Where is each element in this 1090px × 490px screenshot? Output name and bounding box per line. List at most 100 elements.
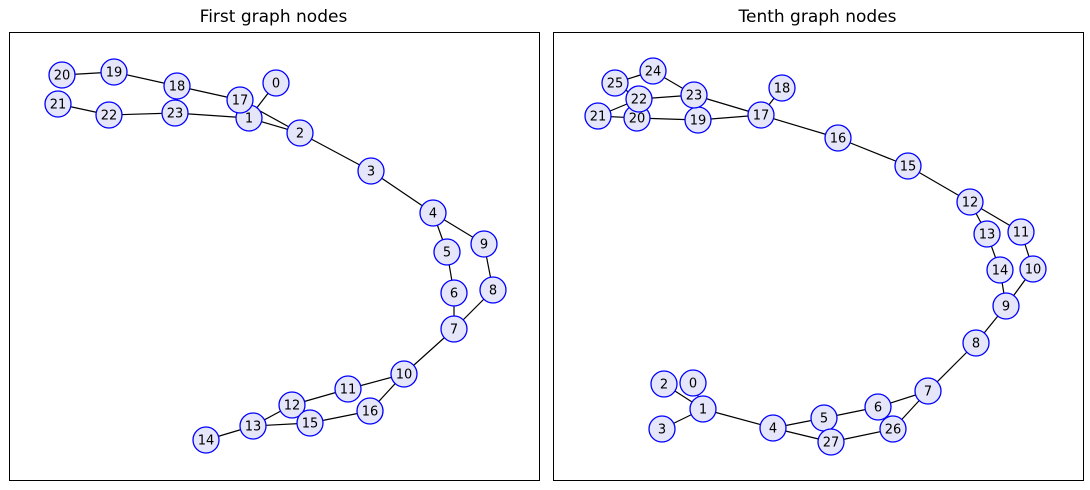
node-circle bbox=[286, 119, 314, 147]
node-circle bbox=[864, 393, 892, 421]
node-circle bbox=[163, 72, 191, 100]
node-label: 27 bbox=[823, 436, 840, 451]
graph-node-21: 21 bbox=[584, 102, 612, 130]
node-label: 8 bbox=[972, 337, 980, 352]
node-label: 8 bbox=[489, 284, 497, 299]
node-label: 16 bbox=[830, 132, 847, 147]
node-circle bbox=[192, 426, 220, 454]
node-circle bbox=[100, 58, 128, 86]
node-circle bbox=[986, 256, 1014, 284]
graph-node-8: 8 bbox=[962, 329, 990, 357]
node-label: 19 bbox=[690, 114, 707, 129]
node-circle bbox=[973, 220, 1001, 248]
graph-node-7: 7 bbox=[914, 377, 942, 405]
graph-node-21: 21 bbox=[44, 90, 72, 118]
node-label: 23 bbox=[686, 89, 703, 104]
node-circle bbox=[419, 199, 447, 227]
node-circle bbox=[1019, 255, 1047, 283]
graph-node-19: 19 bbox=[100, 58, 128, 86]
graph-node-18: 18 bbox=[768, 74, 796, 102]
node-circle bbox=[356, 397, 384, 425]
graph-node-3: 3 bbox=[648, 415, 676, 443]
graph-node-2: 2 bbox=[286, 119, 314, 147]
node-label: 17 bbox=[753, 109, 770, 124]
node-circle bbox=[95, 101, 123, 129]
graph-node-17: 17 bbox=[747, 101, 775, 129]
node-label: 16 bbox=[362, 405, 379, 420]
node-label: 26 bbox=[885, 423, 902, 438]
node-label: 13 bbox=[245, 420, 262, 435]
node-label: 14 bbox=[198, 434, 215, 449]
graph-node-12: 12 bbox=[278, 391, 306, 419]
node-label: 4 bbox=[429, 207, 437, 222]
node-label: 0 bbox=[689, 377, 697, 392]
node-label: 23 bbox=[167, 107, 184, 122]
node-circle bbox=[470, 230, 498, 258]
node-label: 4 bbox=[769, 422, 777, 437]
graph-node-13: 13 bbox=[239, 412, 267, 440]
graph-node-24: 24 bbox=[639, 57, 667, 85]
graph-node-6: 6 bbox=[440, 279, 468, 307]
node-circle bbox=[390, 360, 418, 388]
node-circle bbox=[48, 61, 76, 89]
node-circle bbox=[639, 57, 667, 85]
node-label: 9 bbox=[480, 238, 488, 253]
node-label: 5 bbox=[443, 246, 451, 261]
graph-node-23: 23 bbox=[680, 81, 708, 109]
node-label: 2 bbox=[296, 127, 304, 142]
graph-node-16: 16 bbox=[356, 397, 384, 425]
graph-node-4: 4 bbox=[759, 414, 787, 442]
first-graph-title: First graph nodes bbox=[199, 7, 348, 27]
graph-node-13: 13 bbox=[973, 220, 1001, 248]
graph-node-27: 27 bbox=[817, 428, 845, 456]
node-label: 7 bbox=[450, 323, 458, 338]
node-label: 22 bbox=[101, 109, 118, 124]
node-circle bbox=[824, 124, 852, 152]
node-circle bbox=[817, 428, 845, 456]
node-label: 9 bbox=[1002, 300, 1010, 315]
node-circle bbox=[296, 409, 324, 437]
node-label: 11 bbox=[1013, 226, 1030, 241]
graph-node-5: 5 bbox=[433, 238, 461, 266]
node-label: 6 bbox=[874, 401, 882, 416]
graph-node-9: 9 bbox=[470, 230, 498, 258]
graph-node-8: 8 bbox=[479, 276, 507, 304]
node-circle bbox=[433, 238, 461, 266]
node-circle bbox=[625, 85, 653, 113]
node-circle bbox=[992, 292, 1020, 320]
node-label: 6 bbox=[450, 287, 458, 302]
graph-node-15: 15 bbox=[296, 409, 324, 437]
graph-node-22: 22 bbox=[625, 85, 653, 113]
graph-node-4: 4 bbox=[419, 199, 447, 227]
graph-node-23: 23 bbox=[161, 99, 189, 127]
node-label: 3 bbox=[658, 423, 666, 438]
graph-node-6: 6 bbox=[864, 393, 892, 421]
node-circle bbox=[768, 74, 796, 102]
node-label: 0 bbox=[272, 77, 280, 92]
node-label: 20 bbox=[629, 112, 646, 127]
node-circle bbox=[759, 414, 787, 442]
node-label: 12 bbox=[284, 399, 301, 414]
node-circle bbox=[689, 395, 717, 423]
graph-node-18: 18 bbox=[163, 72, 191, 100]
graph-node-14: 14 bbox=[192, 426, 220, 454]
node-circle bbox=[334, 375, 362, 403]
node-label: 13 bbox=[979, 228, 996, 243]
graph-node-10: 10 bbox=[390, 360, 418, 388]
node-circle bbox=[680, 81, 708, 109]
node-circle bbox=[278, 391, 306, 419]
graph-node-11: 11 bbox=[1007, 218, 1035, 246]
graph-node-3: 3 bbox=[357, 157, 385, 185]
node-circle bbox=[226, 86, 254, 114]
graph-node-10: 10 bbox=[1019, 255, 1047, 283]
graph-node-19: 19 bbox=[684, 106, 712, 134]
node-circle bbox=[879, 415, 907, 443]
node-label: 2 bbox=[660, 378, 668, 393]
node-label: 7 bbox=[924, 385, 932, 400]
node-circle bbox=[584, 102, 612, 130]
node-label: 1 bbox=[699, 403, 707, 418]
node-circle bbox=[440, 315, 468, 343]
node-label: 10 bbox=[1025, 263, 1042, 278]
